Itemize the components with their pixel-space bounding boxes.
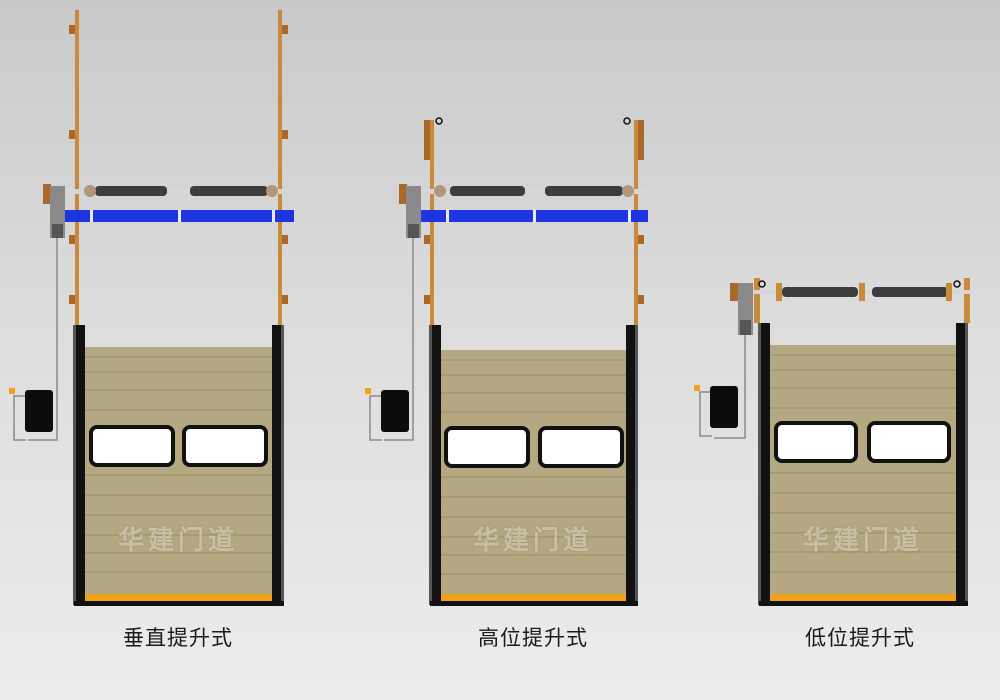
frame-right — [626, 325, 635, 605]
watermark-high: 华建门道 — [472, 526, 593, 556]
torsion-spring-left — [782, 287, 858, 297]
bottom-seal — [441, 594, 626, 601]
torsion-spring-right — [545, 186, 623, 196]
pulley-right — [623, 117, 631, 125]
track-right — [278, 10, 282, 328]
door-panel — [770, 345, 956, 597]
track-left — [75, 10, 79, 328]
pulley-left — [758, 280, 766, 288]
pulley-left — [435, 117, 443, 125]
indicator-light — [694, 385, 700, 391]
indicator-light — [365, 388, 371, 394]
pulley-right — [953, 280, 961, 288]
door-panel — [85, 347, 272, 597]
door-panel — [441, 350, 626, 597]
track-bracket-right — [964, 278, 970, 323]
watermark-vertical: 华建门道 — [117, 526, 238, 556]
frame-right — [956, 323, 965, 605]
caption-low-lift: 低位提升式 — [805, 626, 915, 650]
motor-bracket — [730, 283, 738, 301]
control-cable — [369, 238, 414, 441]
control-box — [25, 390, 53, 432]
door-high-lift — [365, 117, 648, 606]
window-left — [444, 426, 530, 468]
bottom-seal — [85, 594, 272, 601]
torsion-spring-left — [95, 186, 167, 196]
window-left — [89, 425, 175, 467]
torsion-spring-right — [872, 287, 948, 297]
window-right — [182, 425, 268, 467]
track-left — [430, 120, 434, 328]
bottom-seal — [770, 594, 956, 601]
window-left — [774, 421, 858, 463]
indicator-light — [9, 388, 15, 394]
control-box — [381, 390, 409, 432]
door-low-lift — [694, 278, 972, 606]
shaft-bar — [62, 189, 292, 194]
track-right — [634, 120, 638, 328]
torsion-spring-right — [190, 186, 268, 196]
door-vertical-lift — [9, 10, 294, 606]
caption-high-lift: 高位提升式 — [478, 626, 588, 650]
control-box — [710, 386, 738, 428]
frame-left — [761, 323, 770, 605]
window-right — [538, 426, 624, 468]
caption-vertical-lift: 垂直提升式 — [123, 626, 233, 650]
motor-bracket — [399, 184, 407, 204]
track-bracket-left — [754, 278, 760, 323]
torsion-spring-left — [450, 186, 525, 196]
watermark-low: 华建门道 — [802, 526, 923, 556]
window-right — [867, 421, 951, 463]
control-cable — [699, 335, 746, 439]
shaft-bar — [418, 189, 648, 194]
track-brackets — [69, 25, 288, 304]
frame-left — [76, 325, 85, 605]
frame-left — [432, 325, 441, 605]
track-brackets — [424, 120, 644, 304]
motor-bracket — [43, 184, 51, 204]
control-cable — [13, 238, 58, 441]
frame-right — [272, 325, 281, 605]
